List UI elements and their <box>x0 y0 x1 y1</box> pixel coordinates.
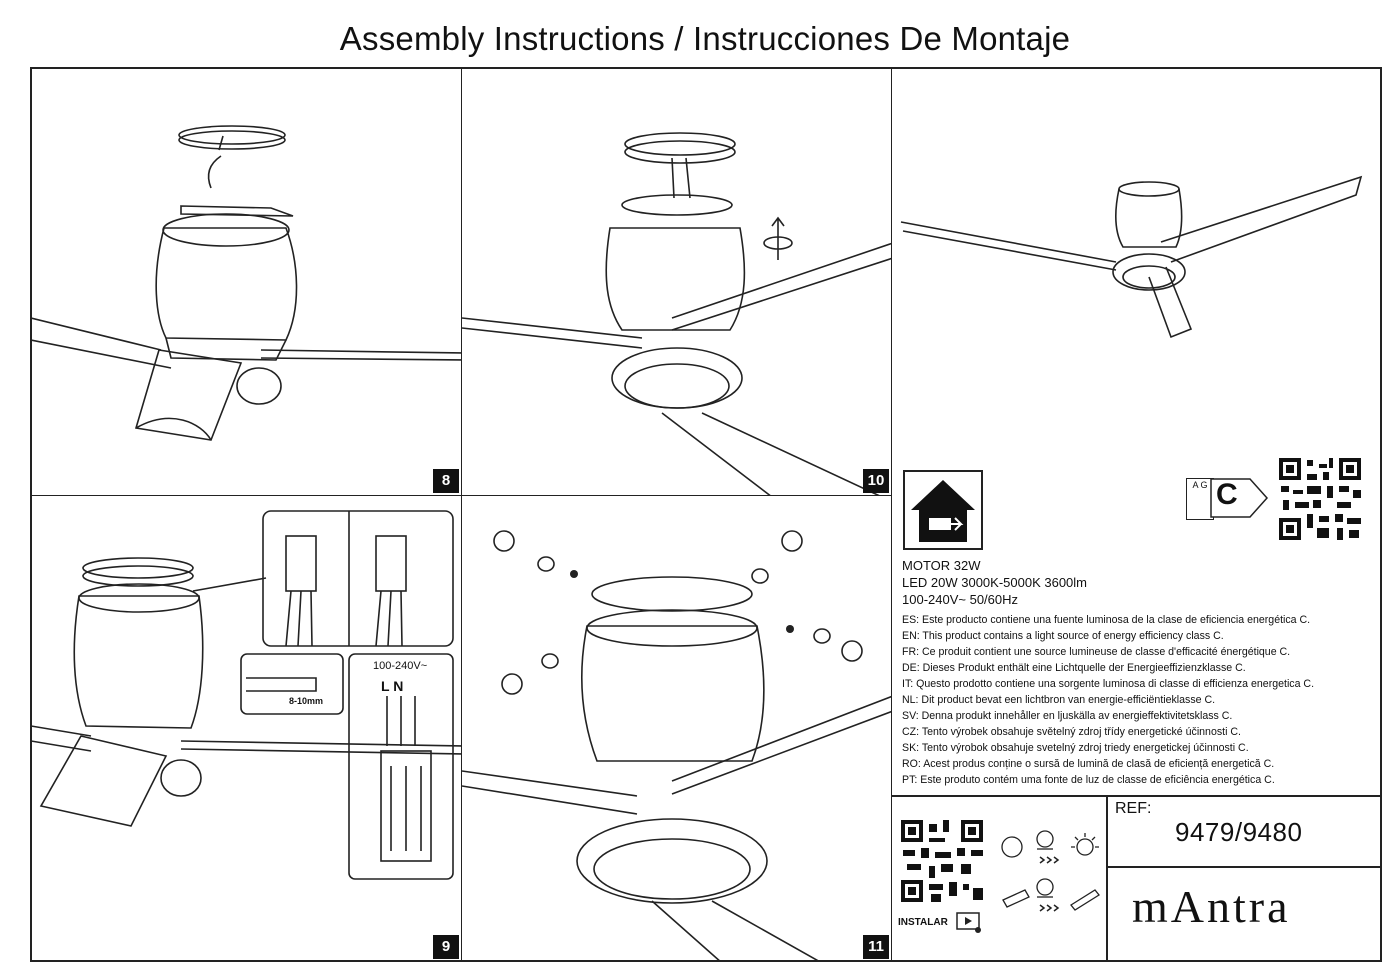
fan-overview-panel <box>891 67 1382 465</box>
step-number-10: 10 <box>863 469 889 493</box>
statement-nl: NL: Dit product bevat een lichtbron van … <box>902 694 1216 706</box>
installer-icon <box>1001 836 1023 858</box>
statement-sk: SK: Tento výrobok obsahuje svetelný zdro… <box>902 742 1249 754</box>
step-number-9: 9 <box>433 935 459 959</box>
step-10-panel: 10 <box>461 67 892 496</box>
step-number-8: 8 <box>433 469 459 493</box>
indoor-use-icon <box>903 470 983 550</box>
fan-overview-illustration <box>900 175 1363 339</box>
statement-cz: CZ: Tento výrobek obsahuje světelný zdro… <box>902 726 1241 738</box>
statement-fr: FR: Ce produit contient une source lumin… <box>902 646 1291 658</box>
qr-code-top-icon <box>1277 456 1363 542</box>
ref-number: 9479/9480 <box>1175 817 1303 847</box>
footer-divider-middle <box>1106 866 1382 868</box>
qr-code-bottom-icon <box>899 818 985 904</box>
step-8-illustration <box>31 125 461 441</box>
statement-sv: SV: Denna produkt innehåller en ljuskäll… <box>902 710 1233 722</box>
statement-pt: PT: Este produto contém uma fonte de luz… <box>902 774 1275 786</box>
step-9-illustration <box>31 510 461 880</box>
instalar-label: INSTALAR <box>898 917 948 928</box>
step-9-panel: 100-240V~ L N 8-10mm 9 <box>30 495 462 962</box>
footer-divider-vertical <box>1106 795 1108 962</box>
statement-de: DE: Dieses Produkt enthält eine Lichtque… <box>902 662 1246 674</box>
video-icon <box>956 912 981 933</box>
energy-class-arrow-icon <box>1210 478 1268 518</box>
footer-divider-top <box>891 795 1382 797</box>
step-11-illustration <box>462 530 891 961</box>
step-10-illustration <box>462 132 891 495</box>
statement-es: ES: Este producto contiene una fuente lu… <box>902 614 1311 626</box>
ref-label: REF: <box>1115 800 1152 817</box>
brand-logo: mAntra <box>1132 881 1291 932</box>
step-8-panel: 8 <box>30 67 462 496</box>
spec-led: LED 20W 3000K-5000K 3600lm <box>902 575 1088 590</box>
page-title: Assembly Instructions / Instrucciones De… <box>339 20 1071 57</box>
installation-icons <box>1001 830 1100 912</box>
voltage-label: 100-240V~ <box>373 660 428 672</box>
strip-length-label: 8-10mm <box>289 696 324 706</box>
spec-power: 100-240V~ 50/60Hz <box>902 592 1019 607</box>
statement-en: EN: This product contains a light source… <box>902 630 1224 642</box>
energy-statements: ES: Este producto contiene una fuente lu… <box>902 612 1314 788</box>
step-number-11: 11 <box>863 935 889 959</box>
energy-class-letter: C <box>1216 478 1238 511</box>
terminal-labels: L N <box>381 678 404 694</box>
statement-it: IT: Questo prodotto contiene una sorgent… <box>902 678 1315 690</box>
spec-block: MOTOR 32W LED 20W 3000K-5000K 3600lm 100… <box>902 557 1087 608</box>
spec-motor: MOTOR 32W <box>902 558 981 573</box>
statement-ro: RO: Acest produs conține o sursă de lumi… <box>902 758 1275 770</box>
step-11-panel: 11 <box>461 495 892 962</box>
